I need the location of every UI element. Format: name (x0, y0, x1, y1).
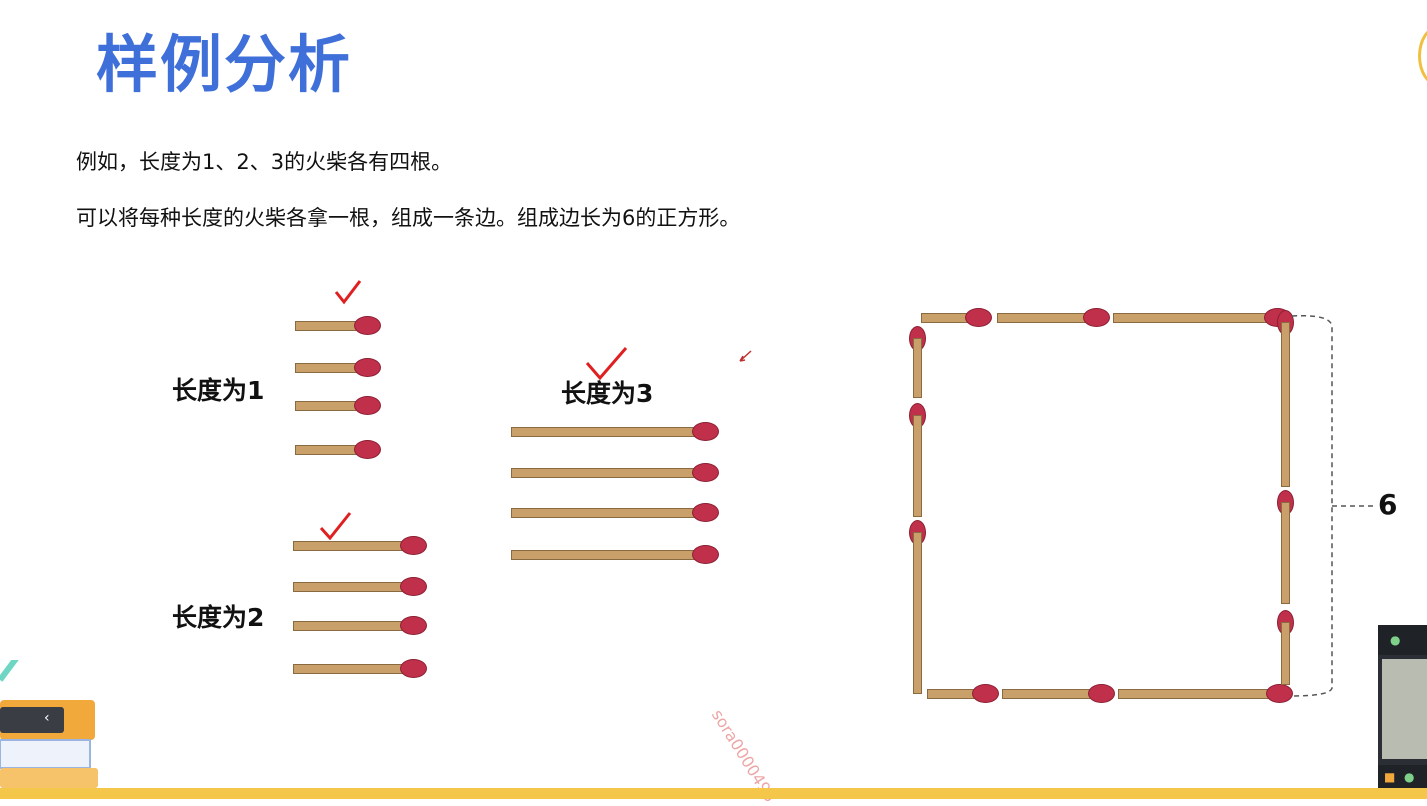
video-panel[interactable]: ● ■ ● (1378, 625, 1427, 789)
pen-cursor-icon (739, 350, 752, 362)
matchstick (295, 316, 381, 335)
check-mark-icon (585, 347, 628, 381)
user-icon: ■ (1384, 770, 1396, 784)
check-mark-icon (334, 280, 362, 305)
microphone-icon: ● (1404, 770, 1415, 784)
matchstick (997, 308, 1110, 327)
group-label-length-2: 长度为2 (172, 603, 265, 632)
matchstick (1118, 684, 1293, 703)
bottom-bar (0, 788, 1427, 799)
matchstick (295, 396, 381, 415)
check-mark-icon (319, 512, 352, 540)
matchstick (511, 463, 719, 482)
matchstick (927, 684, 999, 703)
prev-page-button[interactable]: ‹ (0, 707, 64, 733)
microphone-icon: ● (1390, 633, 1401, 647)
matchstick (511, 422, 719, 441)
matchstick (293, 659, 427, 678)
matchstick (1113, 308, 1291, 327)
matchstick (921, 308, 992, 327)
side-length-label: 6 (1378, 488, 1398, 521)
matchstick (1277, 310, 1294, 487)
matchstick (909, 520, 926, 694)
matchstick (511, 545, 719, 564)
matchstick (295, 440, 381, 459)
matchstick (293, 616, 427, 635)
matchstick (1277, 490, 1294, 604)
matchstick (1002, 684, 1115, 703)
matchstick (909, 403, 926, 517)
chevron-left-icon: ‹ (44, 710, 50, 726)
side-length-brace (1291, 314, 1374, 697)
group-label-length-1: 长度为1 (172, 376, 265, 405)
slide-title: 样例分析 (96, 28, 353, 101)
video-panel-header: ● (1378, 625, 1427, 655)
matchstick (909, 326, 926, 398)
matchstick (293, 577, 427, 596)
video-feed (1382, 659, 1427, 759)
description-line-1: 例如，长度为1、2、3的火柴各有四根。 (76, 150, 453, 174)
matchstick (1277, 610, 1294, 685)
logo-icon (1418, 26, 1427, 86)
matchstick (295, 358, 381, 377)
description-line-2: 可以将每种长度的火柴各拿一根，组成一条边。组成边长为6的正方形。 (76, 206, 741, 230)
matchstick (511, 503, 719, 522)
group-label-length-3: 长度为3 (561, 379, 654, 408)
video-panel-footer: ■ ● (1378, 765, 1427, 789)
matchstick (293, 536, 427, 555)
